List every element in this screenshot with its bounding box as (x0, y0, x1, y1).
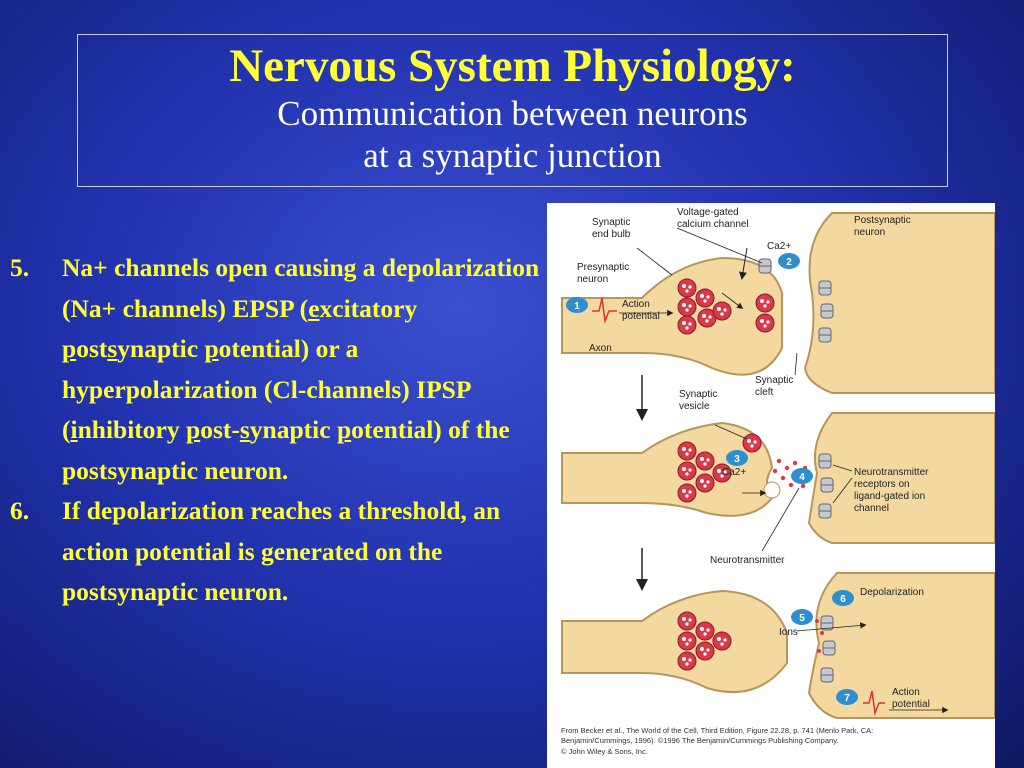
bullet-text: If depolarization reaches a threshold, a… (62, 496, 501, 606)
bullet-number: 5. (10, 253, 30, 282)
label-ions: Ions (779, 627, 798, 638)
label-axon: Axon (589, 343, 612, 354)
bullet-list: 5. Na+ channels open causing a depolariz… (10, 248, 540, 613)
svg-text:5: 5 (799, 613, 805, 624)
svg-text:6: 6 (840, 594, 846, 605)
svg-text:4: 4 (799, 472, 805, 483)
label-ca-mid: Ca2+ (722, 467, 746, 478)
label-ca-top: Ca2+ (767, 241, 791, 252)
figure-credit: From Becker et al., The World of the Cel… (561, 726, 873, 756)
step-badge-5: 5 (791, 609, 813, 625)
bullet-item-6: 6. If depolarization reaches a threshold… (10, 491, 540, 613)
bullet-number: 6. (10, 496, 30, 525)
bullet-item-5: 5. Na+ channels open causing a depolariz… (10, 248, 540, 491)
step-badge-3: 3 (726, 450, 748, 466)
svg-text:2: 2 (786, 257, 792, 268)
slide-title: Nervous System Physiology: (229, 40, 796, 92)
step-badge-2: 2 (778, 253, 800, 269)
step-badge-7: 7 (836, 689, 858, 705)
svg-text:3: 3 (734, 454, 740, 465)
svg-text:7: 7 (844, 693, 850, 704)
step-badge-4: 4 (791, 468, 813, 484)
label-depolarization: Depolarization (860, 587, 924, 598)
slide-subtitle-line1: Communication between neurons (277, 94, 748, 133)
bullet-text: Na+ channels open causing a depolarizati… (62, 253, 540, 485)
label-neurotransmitter: Neurotransmitter (710, 555, 785, 566)
svg-text:1: 1 (574, 301, 580, 312)
step-badge-1: 1 (566, 297, 588, 313)
slide-subtitle-line2: at a synaptic junction (363, 136, 662, 175)
step-badge-6: 6 (832, 590, 854, 606)
title-box: Nervous System Physiology: Communication… (77, 34, 948, 187)
